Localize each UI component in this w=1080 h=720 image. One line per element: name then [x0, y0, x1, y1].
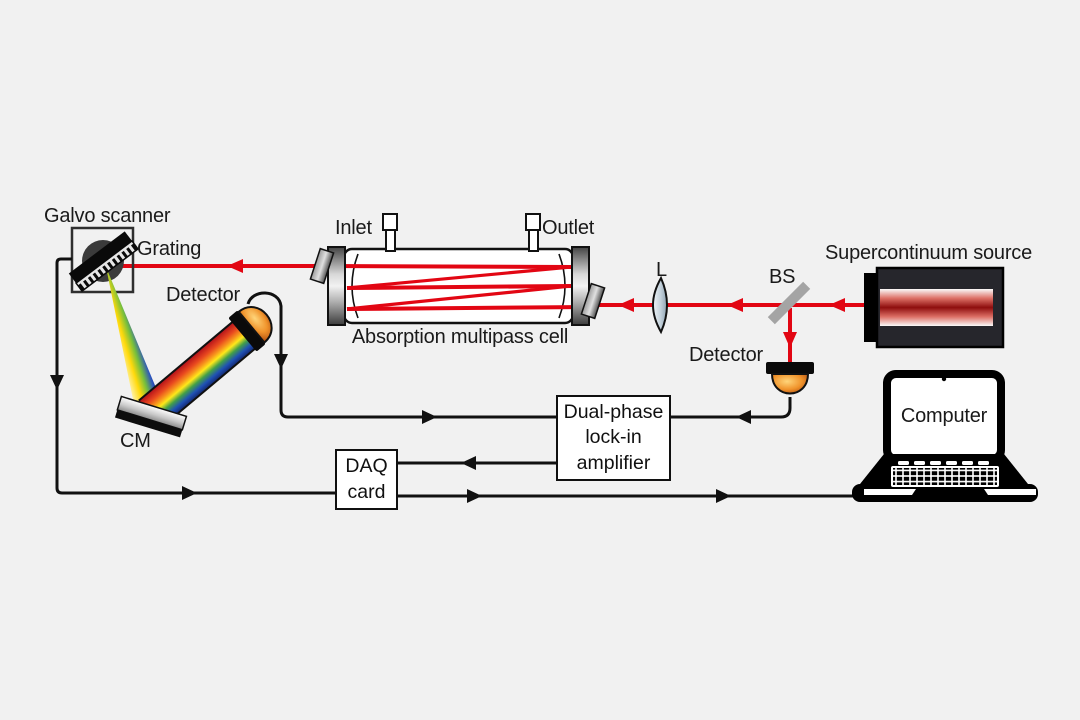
- inlet-label: Inlet: [335, 217, 372, 239]
- daq-card-box: DAQ card: [335, 449, 398, 510]
- lens-icon: [651, 275, 668, 335]
- wire-arrows: [50, 354, 751, 503]
- lock-in-amplifier-box: Dual-phase lock-in amplifier: [556, 395, 671, 481]
- lock-in-line1: Dual-phase: [563, 400, 664, 423]
- source-label: Supercontinuum source: [825, 242, 1033, 264]
- daq-line1: DAQ: [345, 455, 388, 478]
- inlet-port: [382, 213, 398, 252]
- concave-mirror-icon: [114, 395, 188, 438]
- multipass-cell-label: Absorption multipass cell: [351, 326, 569, 348]
- outlet-label: Outlet: [542, 217, 595, 239]
- beam-splitter-label: BS: [769, 266, 796, 288]
- reference-detector-label: Detector: [689, 344, 763, 366]
- laptop-icon: [852, 370, 1038, 502]
- dispersed-beam-fan: [106, 267, 163, 411]
- cell-wedge-left: [309, 247, 335, 285]
- galvo-scanner-label: Galvo scanner: [44, 205, 171, 227]
- lens-label: L: [656, 259, 667, 281]
- wire-detector-to-lockin: [246, 291, 558, 419]
- beam-splitter-icon: [767, 281, 811, 325]
- cell-mirror-left: [327, 246, 346, 326]
- concave-mirror-label: CM: [120, 430, 151, 452]
- grating-icon: [68, 231, 140, 293]
- computer-label: Computer: [900, 405, 988, 427]
- grating-label: Grating: [137, 238, 202, 260]
- reference-detector-icon: [766, 362, 814, 395]
- outlet-port: [525, 213, 541, 252]
- lock-in-line3: amplifier: [576, 451, 651, 474]
- laser-beam-arrows: [227, 259, 845, 348]
- supercontinuum-source-icon: [864, 266, 1005, 349]
- wire-refdetector-to-lockin: [670, 397, 792, 419]
- cell-wedge-right: [580, 282, 606, 320]
- multipass-beams: [327, 264, 589, 311]
- lock-in-line2: lock-in: [585, 426, 642, 449]
- rainbow-beam: [138, 317, 260, 429]
- daq-line2: card: [347, 480, 386, 503]
- spectral-detector-label: Detector: [166, 284, 240, 306]
- multipass-cell: [309, 213, 606, 326]
- spectral-detector-icon: [229, 305, 273, 351]
